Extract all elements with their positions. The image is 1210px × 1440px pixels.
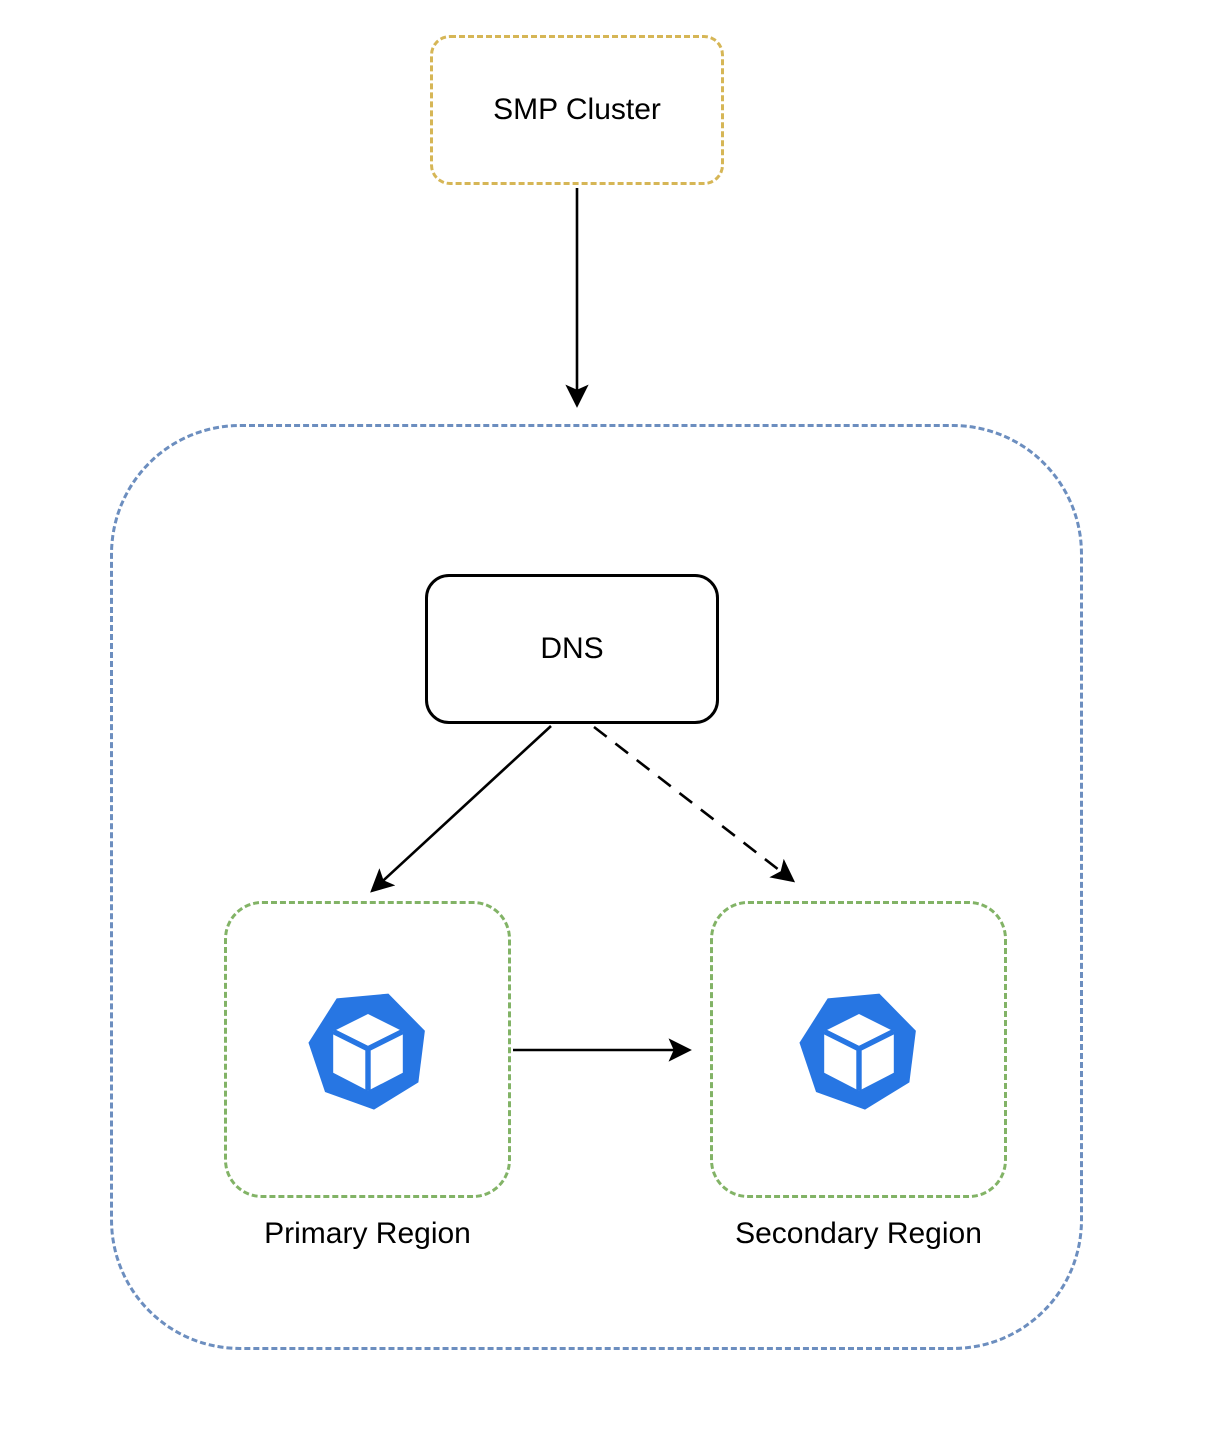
node-smp-cluster: SMP Cluster [430,35,724,185]
workload-cube-heptagon-icon [798,993,916,1110]
smp-cluster-label: SMP Cluster [493,93,661,126]
secondary-region-box [710,901,1007,1198]
node-dns: DNS [425,574,719,724]
secondary-region-label: Secondary Region [735,1217,982,1250]
primary-region-label: Primary Region [264,1217,471,1250]
cube-edges [822,1028,895,1091]
workload-cube-heptagon-icon [307,993,425,1110]
cube-edges [331,1028,404,1091]
primary-region-box [224,901,511,1198]
dns-label: DNS [540,632,604,665]
dns-group-container [110,424,1083,1350]
